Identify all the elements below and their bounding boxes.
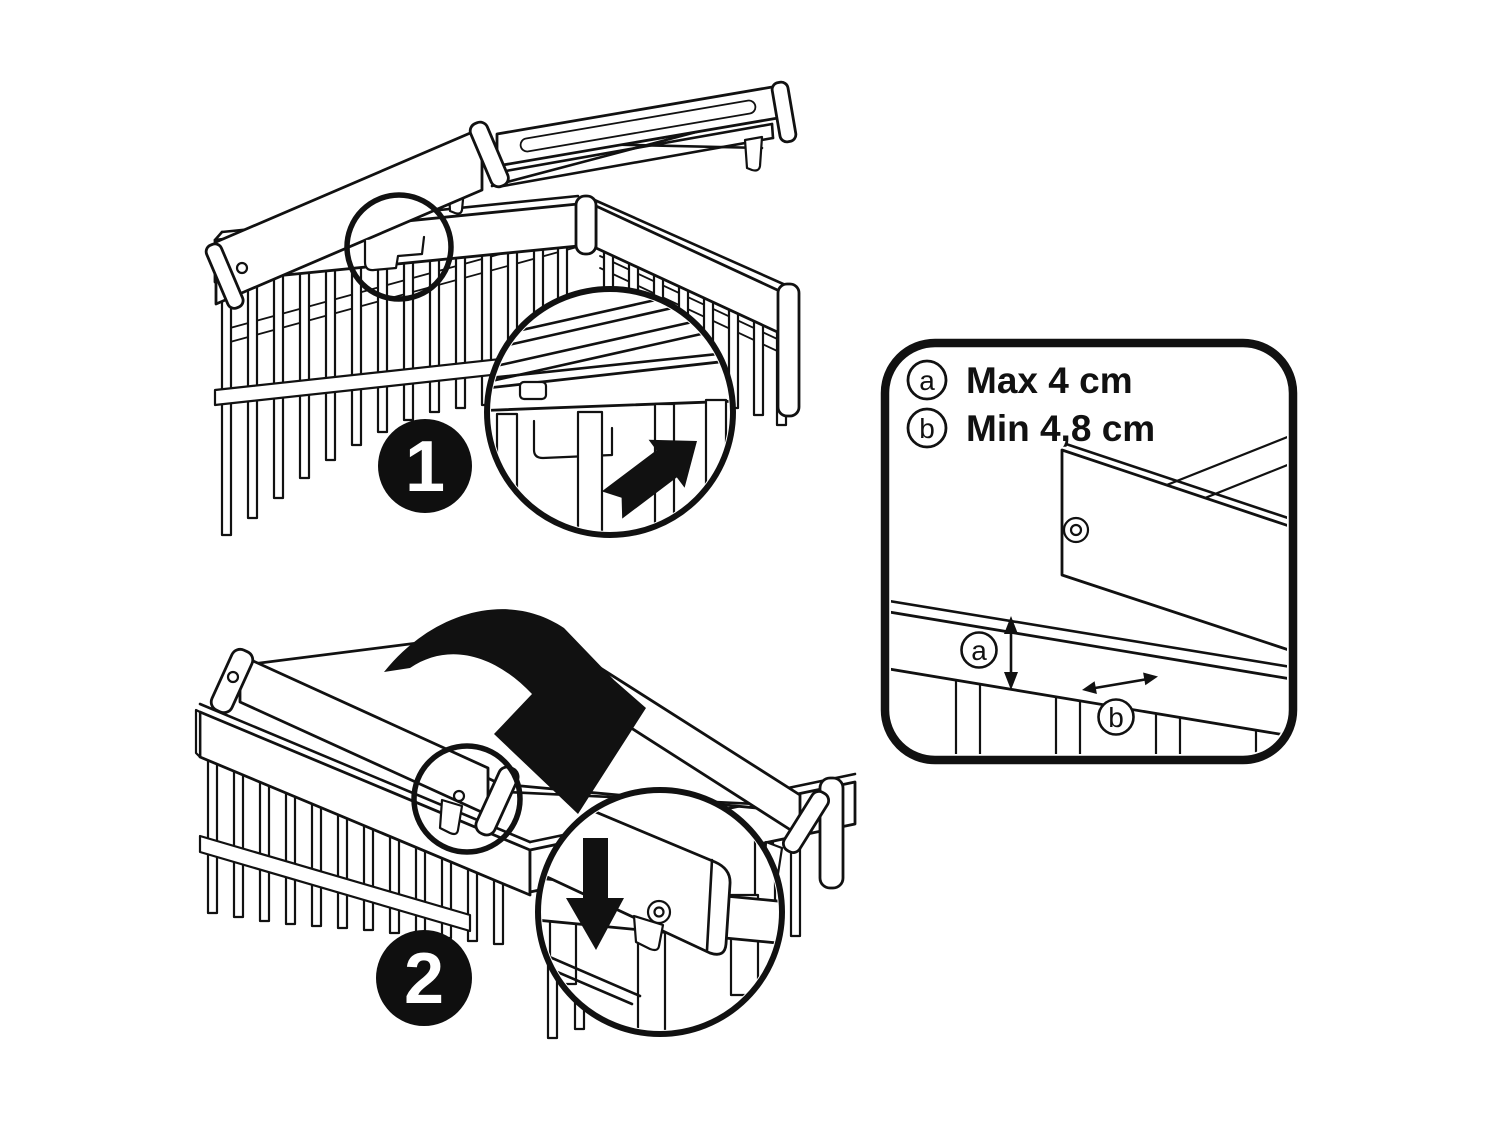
screw-icon xyxy=(226,670,240,684)
step-1-number: 1 xyxy=(405,427,445,507)
press-down-arrow-icon xyxy=(566,838,624,950)
rotate-down-arrow-icon xyxy=(384,609,646,814)
magnifier-detail-circle xyxy=(484,286,736,538)
legend-a-value: Max 4 cm xyxy=(966,360,1133,401)
step-2-badge: 2 xyxy=(376,930,472,1026)
callout-a-circle: a xyxy=(960,631,998,669)
screw-icon xyxy=(452,789,466,803)
measurements-panel: a b a Max 4 cm b Min 4,8 cm xyxy=(880,338,1298,765)
tray-hook-icon xyxy=(363,235,426,272)
step-1-illustration: 1 xyxy=(204,80,801,538)
highlight-circle xyxy=(344,192,454,302)
changing-table-tilted-drawing xyxy=(204,80,798,310)
tray-hook-icon xyxy=(743,135,764,172)
highlight-circle xyxy=(411,743,523,855)
crib-corner-post xyxy=(574,194,598,256)
slide-up-right-arrow-icon xyxy=(601,439,697,519)
tray-hook-icon xyxy=(438,798,464,836)
svg-text:b: b xyxy=(919,413,935,444)
svg-text:b: b xyxy=(1108,702,1124,733)
legend-a-circle xyxy=(906,359,948,401)
step-2-number: 2 xyxy=(404,939,444,1019)
callout-b-circle: b xyxy=(1097,698,1135,736)
measure-b-arrow-icon xyxy=(1082,672,1158,694)
measure-a-arrow-icon xyxy=(1004,616,1018,690)
crib-right-post xyxy=(776,282,801,418)
legend-b-circle xyxy=(906,407,948,449)
step-1-badge: 1 xyxy=(378,419,472,513)
screw-icon xyxy=(235,261,249,275)
legend-b-value: Min 4,8 cm xyxy=(966,408,1155,449)
step-2-illustration: 2 xyxy=(194,609,857,1040)
measurements-panel-border xyxy=(880,338,1298,765)
svg-text:a: a xyxy=(919,365,935,396)
magnifier-detail-circle xyxy=(535,787,785,1037)
svg-text:a: a xyxy=(971,635,987,666)
legend-row-b: b Min 4,8 cm xyxy=(906,407,1155,449)
legend-row-a: a Max 4 cm xyxy=(906,359,1133,401)
